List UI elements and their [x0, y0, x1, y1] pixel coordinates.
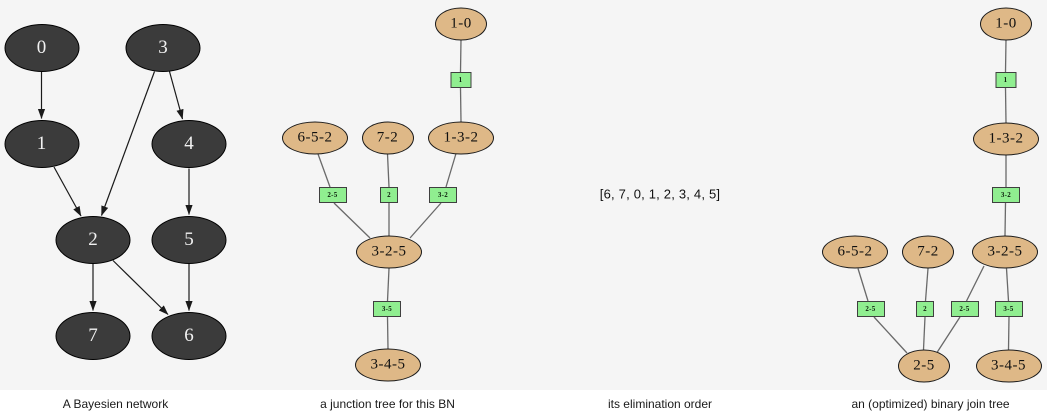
caption-bayesian-network: A Bayesien network [62, 397, 169, 411]
jt-sep-1: 1 [450, 72, 471, 88]
elimination-order-text: [6, 7, 0, 1, 2, 3, 4, 5] [599, 186, 721, 202]
jt-edges [317, 39, 462, 349]
bn-edge-2-6 [112, 260, 169, 315]
jt-clique-7-2: 7-2 [361, 121, 414, 155]
bn-edges [37, 71, 193, 315]
bn-node-3: 3 [125, 24, 201, 72]
jt-sep-2: 2 [380, 187, 398, 203]
bjt-edge-s25b-25 [936, 316, 961, 353]
bn-node-7: 7 [55, 312, 131, 360]
jt-edge-132-s32 [445, 153, 457, 188]
bn-node-4: 4 [151, 120, 227, 168]
bjt-sep-1: 1 [995, 72, 1016, 88]
jt-edge-325-s35 [386, 268, 390, 302]
bjt-clique-6-5-2: 6-5-2 [822, 235, 888, 269]
bn-node-0: 0 [4, 24, 79, 72]
bjt-edge-s32-325 [1004, 202, 1007, 236]
bjt-sep-2-5-a: 2-5 [856, 301, 885, 317]
bn-edge-3-2 [100, 71, 156, 216]
jt-clique-6-5-2: 6-5-2 [282, 121, 348, 155]
bjt-edge-s1-132 [1004, 87, 1007, 123]
bjt-clique-2-5: 2-5 [898, 349, 950, 382]
bjt-edge-s2-25 [922, 316, 926, 350]
jt-edge-10-s1 [459, 39, 462, 73]
bjt-edge-s25a-25 [873, 316, 908, 354]
bn-node-5: 5 [151, 216, 227, 264]
jt-clique-1-3-2: 1-3-2 [428, 121, 494, 155]
jt-sep-3-5: 3-5 [373, 301, 401, 317]
bjt-clique-7-2: 7-2 [902, 235, 954, 269]
bjt-clique-3-2-5: 3-2-5 [972, 235, 1038, 269]
bjt-edge-10-s1 [1004, 39, 1007, 73]
bjt-sep-3-5: 3-5 [994, 301, 1023, 317]
bjt-edge-325-s25b [965, 265, 985, 302]
bjt-clique-1-0: 1-0 [980, 7, 1032, 40]
bjt-sep-3-2: 3-2 [992, 187, 1020, 203]
bn-node-6: 6 [151, 312, 227, 360]
bjt-clique-3-4-5: 3-4-5 [975, 349, 1042, 382]
bjt-sep-2-5-b: 2-5 [950, 301, 979, 317]
jt-clique-1-0: 1-0 [435, 7, 487, 41]
bjt-edges [857, 39, 1010, 354]
bn-edge-1-2 [53, 166, 82, 217]
caption-binary-join-tree: an (optimized) binary join tree [851, 397, 1010, 411]
bjt-clique-1-3-2: 1-3-2 [973, 122, 1039, 156]
jt-sep-2-5: 2-5 [318, 187, 347, 203]
bjt-edge-72-s2 [924, 268, 929, 302]
caption-elimination-order: its elimination order [607, 397, 713, 411]
bn-edge-3-4 [168, 71, 184, 120]
bn-node-1: 1 [4, 120, 79, 168]
bjt-sep-2: 2 [916, 301, 934, 317]
jt-edge-72-s2 [386, 153, 390, 188]
caption-junction-tree: a junction tree for this BN [320, 397, 455, 411]
jt-edge-652-s25 [317, 153, 331, 188]
jt-sep-3-2: 3-2 [429, 187, 457, 203]
bjt-edge-s35-345 [1007, 316, 1010, 350]
jt-edge-s1-132 [459, 87, 462, 122]
bjt-edge-652-s25a [857, 268, 869, 302]
caption-strip [0, 390, 1047, 416]
bn-node-2: 2 [55, 216, 131, 264]
jt-edge-s25-325 [333, 202, 371, 239]
jt-edge-s32-325 [409, 202, 442, 239]
bjt-edge-325-s35 [1005, 268, 1010, 302]
jt-edge-s35-345 [386, 316, 389, 349]
jt-clique-3-2-5: 3-2-5 [356, 235, 422, 269]
jt-clique-3-4-5: 3-4-5 [355, 348, 421, 382]
